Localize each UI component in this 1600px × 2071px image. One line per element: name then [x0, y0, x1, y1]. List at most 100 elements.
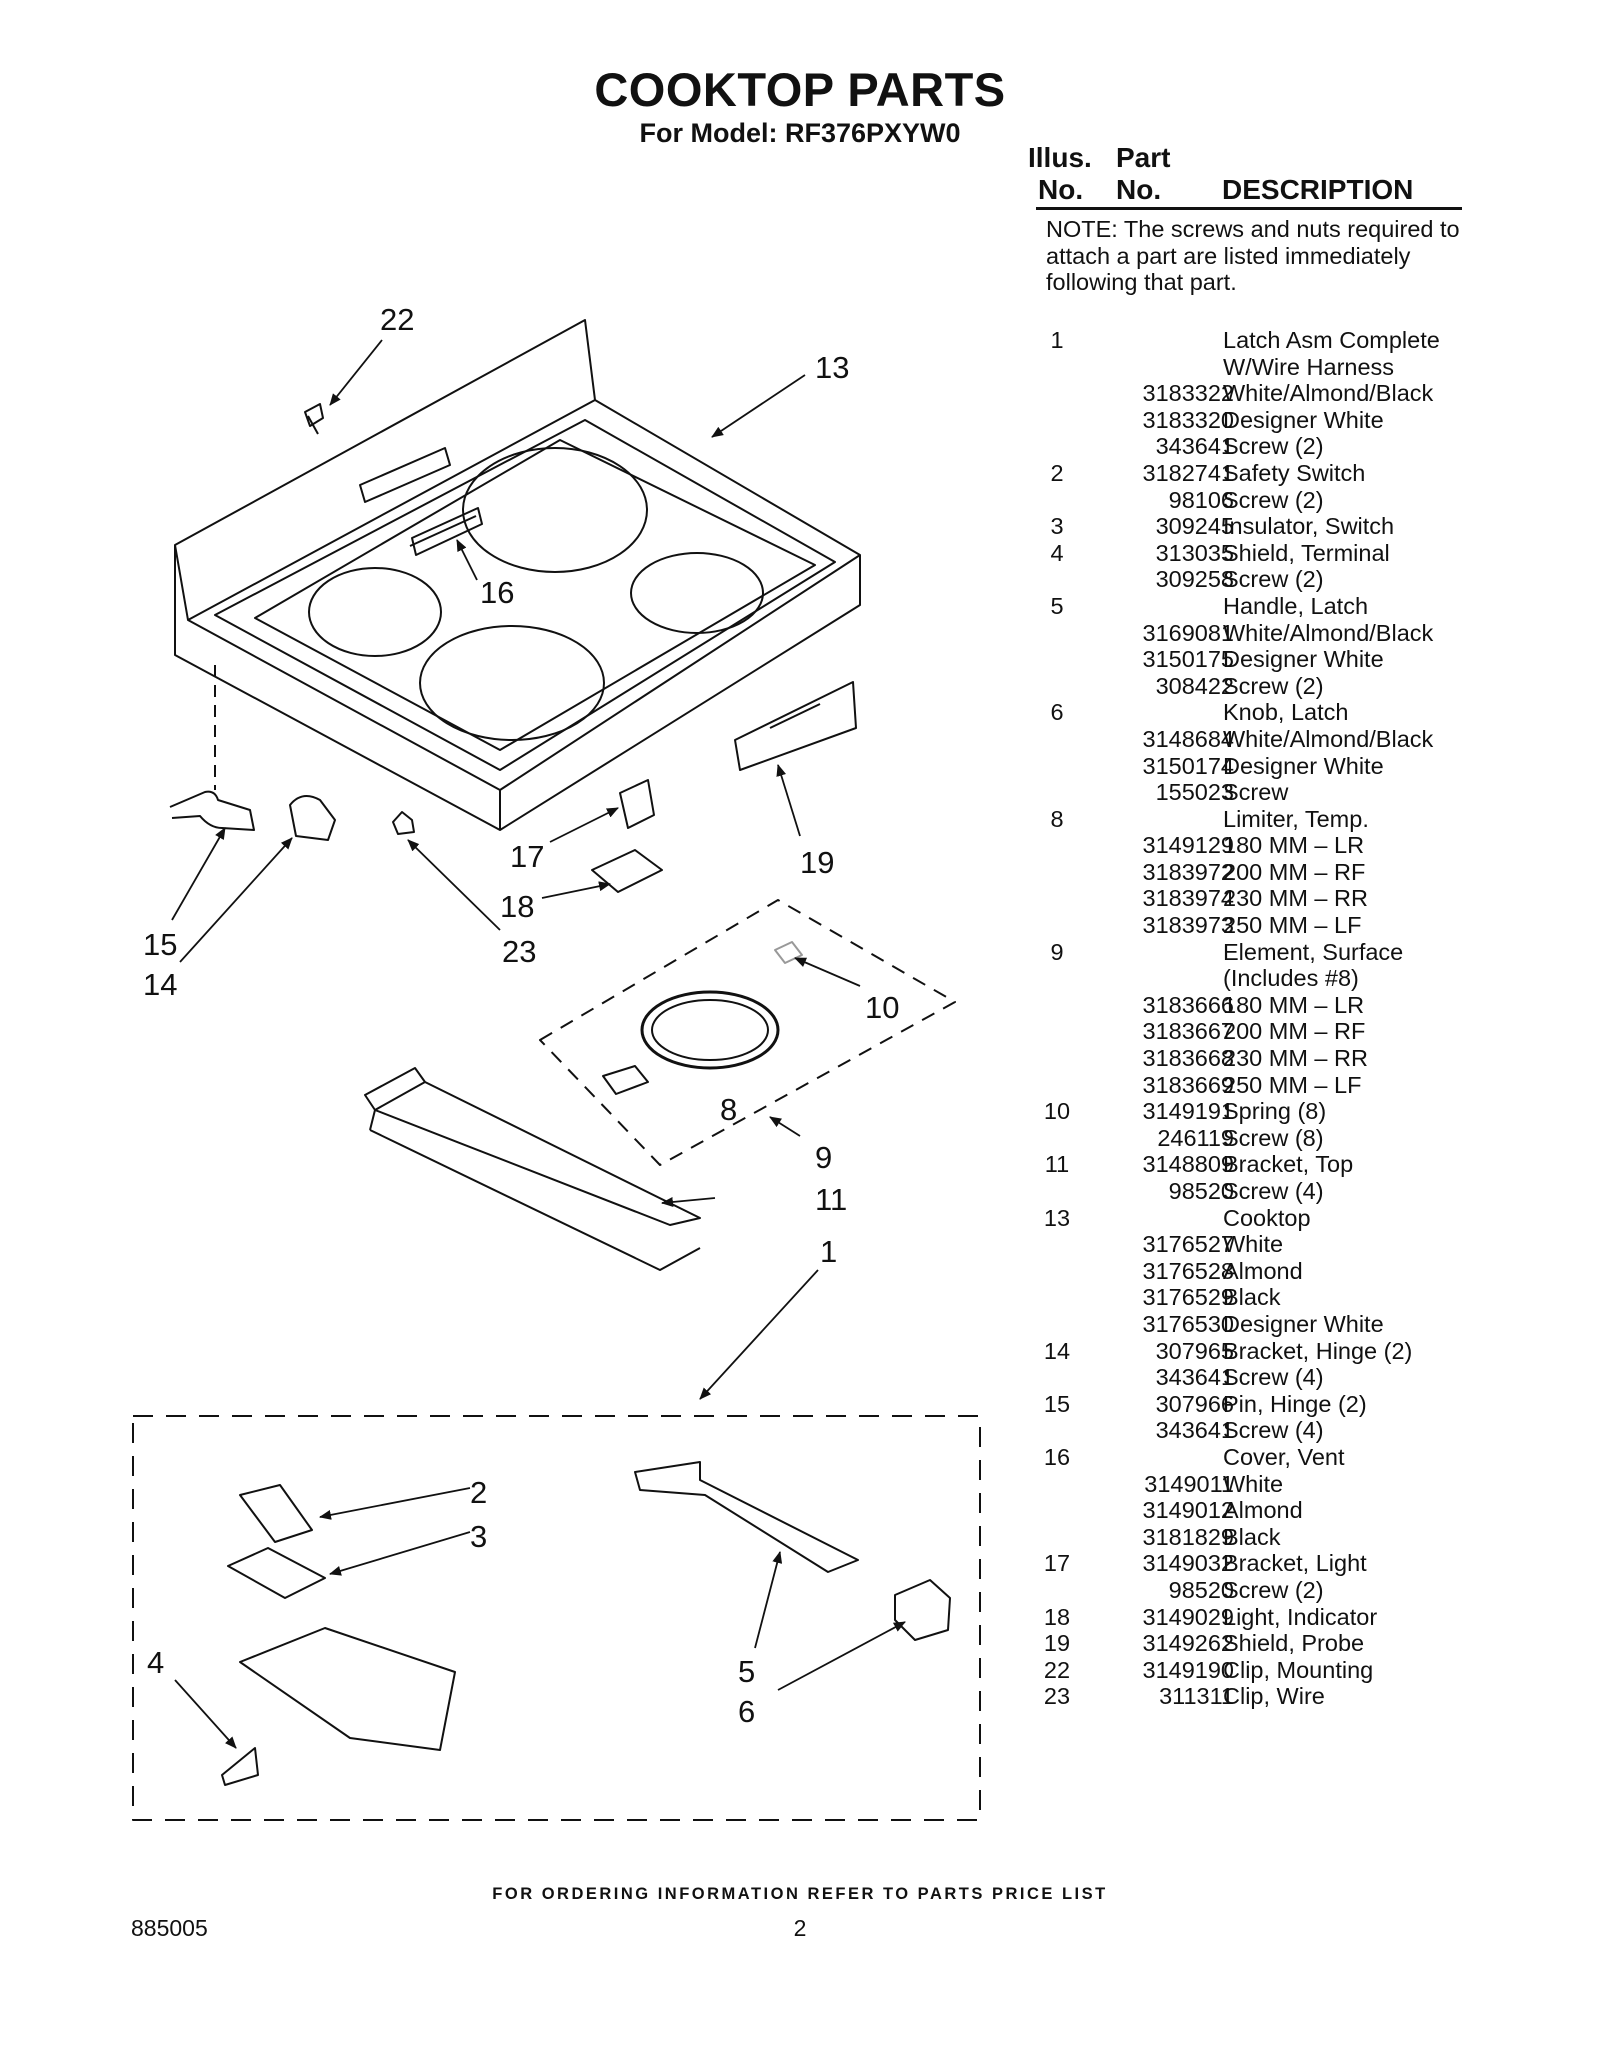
part-no: 3149032: [1142, 1550, 1235, 1577]
part-description: 250 MM – LF: [1223, 1071, 1362, 1098]
part-no: 3149011: [1144, 1470, 1234, 1497]
part-no: 3181829: [1142, 1523, 1235, 1550]
part-description: White/Almond/Black: [1223, 380, 1434, 407]
part-no: 343641: [1155, 1364, 1234, 1391]
part-description: 230 MM – RR: [1223, 1045, 1368, 1072]
part-description: Light, Indicator: [1223, 1603, 1378, 1630]
part-description: Pin, Hinge (2): [1223, 1390, 1367, 1417]
illus-no: 10: [1043, 1098, 1071, 1125]
part-no: 343641: [1155, 1417, 1234, 1444]
illus-no: 19: [1043, 1630, 1071, 1657]
part-no: 3169081: [1142, 619, 1235, 646]
part-description: Handle, Latch: [1223, 592, 1369, 619]
callout-11: 11: [815, 1182, 847, 1217]
part-no: 308422: [1155, 672, 1234, 699]
part-description: Bracket, Light: [1223, 1550, 1367, 1577]
part-description: 200 MM – RF: [1223, 858, 1366, 885]
part-description: Screw (4): [1223, 1178, 1324, 1204]
callout-17: 17: [510, 839, 544, 874]
part-no: 3183320: [1142, 406, 1235, 433]
header-illus-line1: Illus.: [1028, 142, 1092, 173]
part-description: Screw (4): [1223, 1364, 1324, 1391]
callout-15: 15: [143, 927, 177, 962]
callout-2: 2: [470, 1475, 487, 1510]
illus-no: 14: [1043, 1337, 1071, 1364]
part-description: White: [1223, 1470, 1284, 1497]
part-no: 3176530: [1142, 1310, 1235, 1337]
part-no: 3183669: [1142, 1071, 1235, 1098]
part-description: Screw (4): [1223, 1417, 1324, 1444]
callout-18: 18: [500, 889, 534, 924]
latch-handle-5: [634, 1461, 859, 1573]
part-description: White: [1223, 1231, 1284, 1258]
illus-no: 4: [1050, 539, 1064, 566]
callout-14: 14: [143, 967, 177, 1002]
illus-no: 2: [1050, 459, 1064, 486]
header-rule: [1036, 207, 1462, 210]
part-no: 3183667: [1142, 1018, 1235, 1045]
part-description: Designer White: [1223, 1310, 1384, 1337]
part-description: Designer White: [1223, 752, 1384, 779]
part-no: 3149262: [1142, 1630, 1235, 1657]
part-no: 3183974: [1142, 885, 1235, 912]
illus-no: 9: [1050, 938, 1064, 965]
part-no: 3176529: [1142, 1284, 1235, 1311]
illus-no: 23: [1043, 1683, 1071, 1710]
note-text: NOTE: The screws and nuts required to at…: [1046, 216, 1460, 295]
part-description: White/Almond/Black: [1223, 619, 1434, 646]
part-no: 3183972: [1142, 858, 1235, 885]
callout-22: 22: [380, 302, 414, 337]
part-description: W/Wire Harness: [1223, 353, 1395, 380]
part-description: Designer White: [1223, 646, 1384, 673]
part-description: Black: [1223, 1523, 1281, 1550]
hinge-bracket-14: [289, 795, 336, 841]
safety-switch-2: [239, 1484, 313, 1543]
callout-13: 13: [815, 350, 849, 385]
callout-1: 1: [820, 1234, 837, 1269]
part-description: Insulator, Switch: [1223, 513, 1395, 540]
part-no: 307965: [1155, 1337, 1234, 1364]
part-description: Knob, Latch: [1223, 699, 1349, 726]
part-description: Screw (2): [1223, 672, 1324, 699]
part-description: Limiter, Temp.: [1223, 805, 1369, 832]
part-description: Cover, Vent: [1223, 1443, 1345, 1470]
part-no: 98106: [1168, 486, 1234, 513]
illus-no: 16: [1043, 1443, 1071, 1470]
part-no: 3183322: [1142, 380, 1235, 407]
part-description: 180 MM – LR: [1223, 991, 1365, 1018]
part-description: (Includes #8): [1223, 965, 1359, 992]
light-bracket-17: [619, 779, 655, 829]
part-no: 309258: [1155, 566, 1234, 593]
part-no: 3176527: [1142, 1231, 1235, 1258]
model-subtitle: For Model: RF376PXYW0: [639, 118, 961, 148]
latch-knob-6: [894, 1579, 951, 1641]
part-description: Screw (2): [1223, 486, 1324, 513]
part-no: 307966: [1155, 1390, 1234, 1417]
part-description: 200 MM – RF: [1223, 1018, 1366, 1045]
terminal-shield-4: [221, 1747, 259, 1786]
document-number: 885005: [131, 1915, 208, 1941]
